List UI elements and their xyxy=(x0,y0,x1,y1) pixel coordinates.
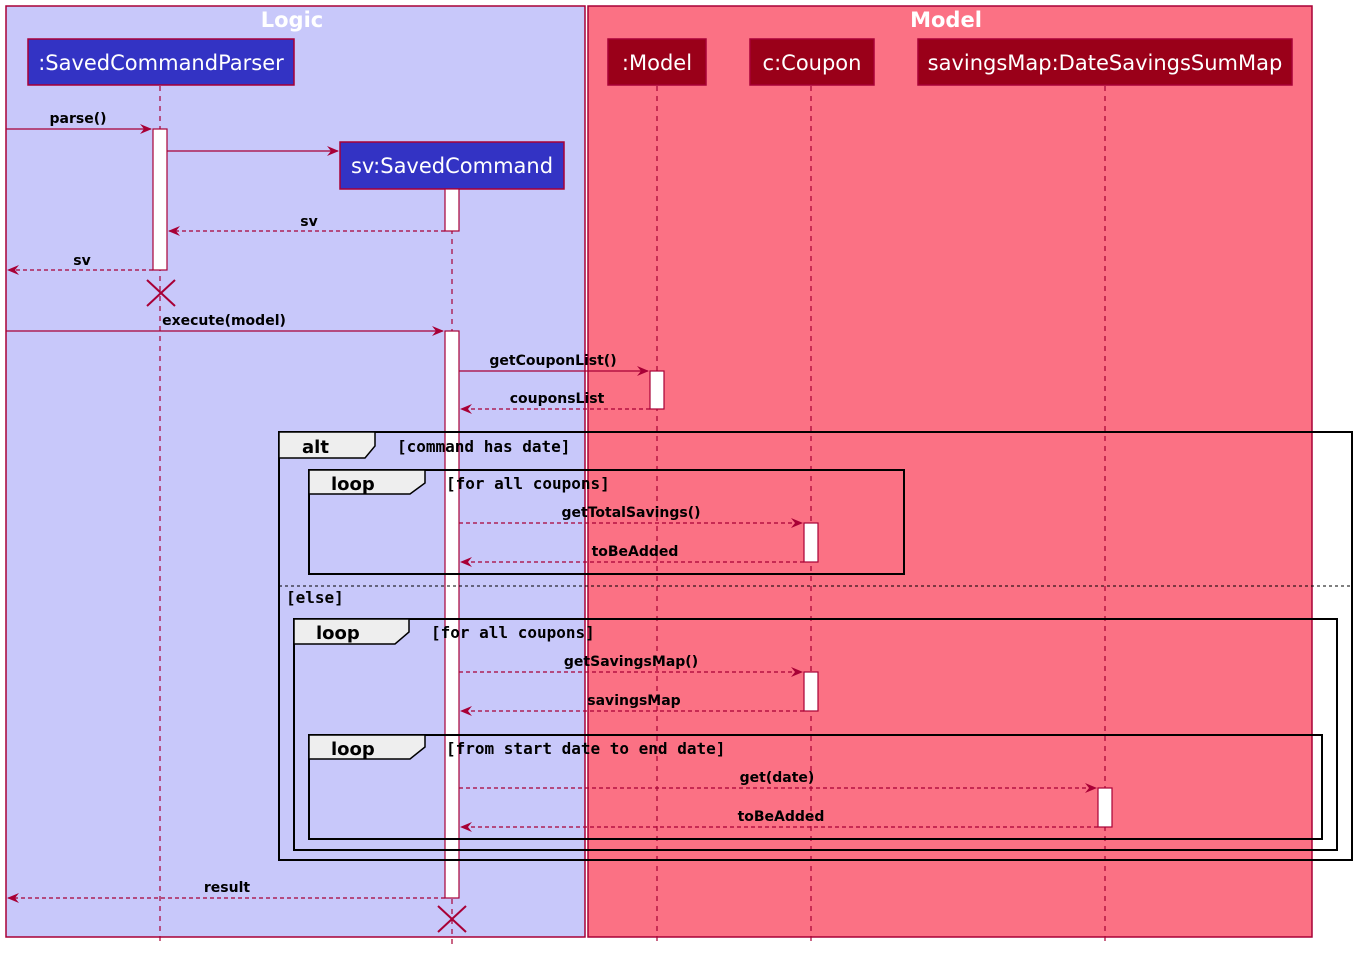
parse-label: parse() xyxy=(50,111,107,127)
model-box-title: Model xyxy=(910,8,982,32)
participant-coupon: c:Coupon xyxy=(749,38,875,86)
get-coupon-list-label: getCouponList() xyxy=(489,353,616,369)
coupon-activation-map xyxy=(803,671,819,712)
loop-total-frame: loop [for all coupons] xyxy=(308,469,905,575)
loop-map-frame: loop [for all coupons] xyxy=(293,618,1338,851)
command-destroy-icon xyxy=(437,905,467,933)
execute-label: execute(model) xyxy=(162,313,286,329)
command-activation-execute xyxy=(444,330,460,899)
result-label: result xyxy=(204,880,250,896)
loop-total-frame-kind: loop xyxy=(331,474,375,495)
command-activation-construct xyxy=(444,188,460,232)
loop-map-frame-kind: loop xyxy=(316,623,360,644)
alt-frame-guard: [command has date] xyxy=(397,437,570,456)
loop-map-frame-guard: [for all coupons] xyxy=(431,623,595,642)
loop-dates-frame-guard: [from start date to end date] xyxy=(446,739,725,758)
model-box: Model xyxy=(587,5,1313,938)
participant-parser: :SavedCommandParser xyxy=(27,38,295,86)
participant-parser-label: :SavedCommandParser xyxy=(38,51,284,75)
savings-map-activation xyxy=(1097,787,1113,828)
sv-return-label-1: sv xyxy=(300,214,317,230)
savings-map-label: savingsMap xyxy=(587,693,680,709)
to-be-added-label-1: toBeAdded xyxy=(592,544,679,560)
participant-command-label: sv:SavedCommand xyxy=(351,154,553,178)
alt-frame: alt [command has date] [else] xyxy=(278,431,1353,861)
loop-dates-frame-kind: loop xyxy=(331,739,375,760)
loop-total-frame-guard: [for all coupons] xyxy=(446,474,610,493)
alt-frame-kind: alt xyxy=(302,437,329,458)
get-date-label: get(date) xyxy=(740,770,815,786)
participant-command: sv:SavedCommand xyxy=(339,141,565,190)
get-savings-map-label: getSavingsMap() xyxy=(564,654,698,670)
coupons-list-label: couponsList xyxy=(510,391,605,407)
to-be-added-label-2: toBeAdded xyxy=(738,809,825,825)
coupon-activation-total xyxy=(803,522,819,563)
loop-dates-frame: loop [from start date to end date] xyxy=(308,734,1323,840)
alt-else-guard: [else] xyxy=(286,588,344,607)
participant-model-label: :Model xyxy=(622,51,692,75)
parser-destroy-icon xyxy=(146,279,176,307)
sv-return-label-2: sv xyxy=(73,253,90,269)
participant-coupon-label: c:Coupon xyxy=(763,51,862,75)
participant-savings-map-label: savingsMap:DateSavingsSumMap xyxy=(928,51,1283,75)
participant-model: :Model xyxy=(607,38,707,86)
model-activation xyxy=(649,370,665,410)
logic-box-title: Logic xyxy=(261,8,324,32)
parser-activation xyxy=(152,128,168,271)
participant-savings-map: savingsMap:DateSavingsSumMap xyxy=(917,38,1293,86)
get-total-savings-label: getTotalSavings() xyxy=(561,505,700,521)
